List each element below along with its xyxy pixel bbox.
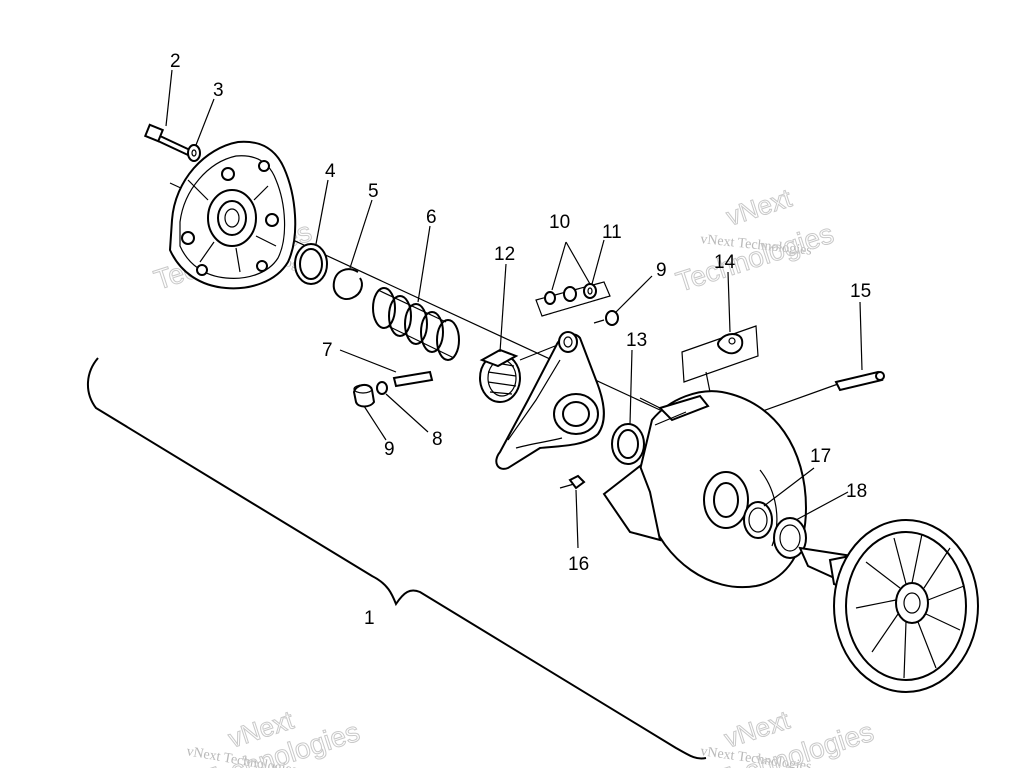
callout-5: 5 — [368, 181, 379, 202]
spider-arm — [495, 331, 605, 470]
callout-12: 12 — [494, 244, 515, 265]
callout-18: 18 — [846, 481, 867, 502]
movable-sheave — [602, 390, 808, 589]
part-9-roller-left — [352, 384, 376, 408]
part-10-11-rollers — [535, 281, 611, 317]
part-17-bushing — [743, 501, 773, 539]
callout-17: 17 — [810, 446, 831, 467]
part-18-bushing — [773, 517, 807, 559]
watermark-brand: vNext — [723, 182, 796, 231]
callout-8: 8 — [432, 429, 443, 450]
part-6-spring — [372, 287, 460, 361]
part-13-washer — [611, 423, 645, 465]
watermark-mid-right: vNext vNext Technologies Technologies — [672, 182, 838, 298]
callout-15: 15 — [850, 281, 871, 302]
fixed-sheave — [798, 519, 979, 693]
part-4-bushing — [294, 243, 328, 285]
callout-9-right: 9 — [656, 260, 667, 281]
callout-11: 11 — [602, 222, 622, 243]
callout-16: 16 — [568, 554, 589, 575]
callout-labels: 1 2 3 4 5 6 7 8 9 9 10 11 12 13 14 15 16… — [170, 51, 871, 629]
callout-10: 10 — [549, 212, 570, 233]
callout-4: 4 — [325, 161, 336, 182]
callout-13: 13 — [626, 330, 647, 351]
part-12-cam — [479, 348, 521, 403]
callout-2: 2 — [170, 51, 181, 72]
part-2-bolt — [143, 123, 191, 156]
leader-lines — [165, 69, 863, 549]
part-9-roller-right — [605, 310, 619, 326]
assembly-brace — [87, 357, 707, 760]
part-7-pin — [392, 370, 434, 388]
part-15-pin — [834, 370, 885, 392]
part-3-washer — [187, 144, 201, 162]
cover-plate — [168, 140, 297, 290]
part-16-nut — [568, 474, 586, 490]
callout-3: 3 — [213, 80, 224, 101]
part-14-clip — [681, 325, 759, 393]
callout-1: 1 — [364, 608, 375, 629]
callout-6: 6 — [426, 207, 437, 228]
callout-7: 7 — [322, 340, 333, 361]
watermark-word: Technologies — [672, 218, 837, 298]
watermark-bottom-left: vNext vNext Technologies Technologies — [185, 704, 364, 768]
callout-9-left: 9 — [384, 439, 395, 460]
part-5-snap-ring — [332, 268, 363, 300]
part-8-ring — [376, 381, 388, 395]
callout-14: 14 — [714, 252, 736, 273]
watermark-bottom-right: vNext vNext Technologies Technologies — [699, 704, 877, 768]
